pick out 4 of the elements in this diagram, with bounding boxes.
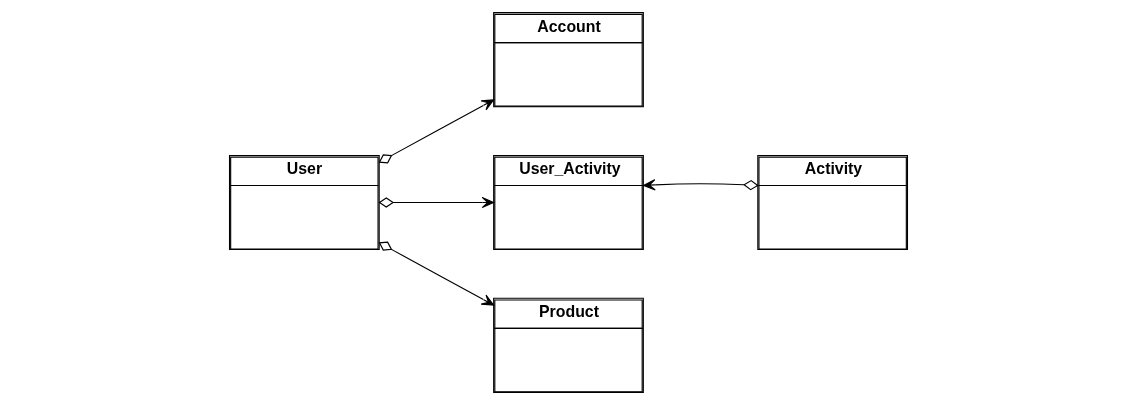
arrow [378, 99, 495, 164]
arrow [378, 241, 495, 306]
arrow [378, 196, 495, 209]
arrow [643, 179, 759, 191]
